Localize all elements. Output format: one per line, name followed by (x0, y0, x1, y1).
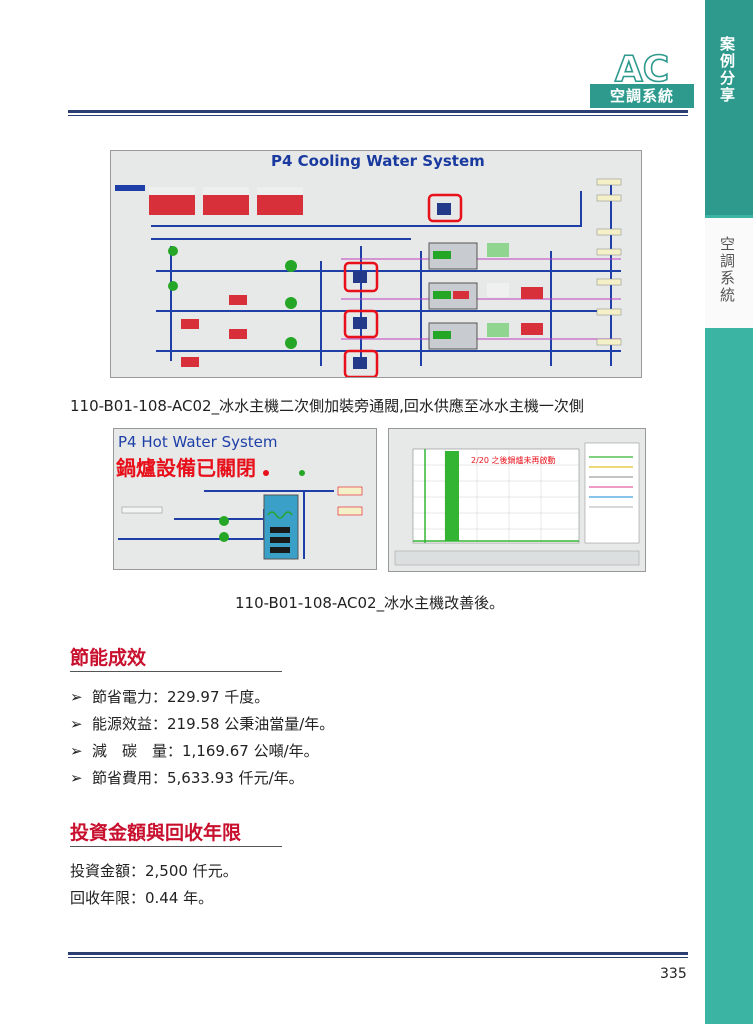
section1-title: 節能成效 (70, 647, 147, 669)
figure2-caption: 110-B01-108-AC02_冰水主機改善後。 (235, 594, 505, 612)
trend-note: 2/20 之後鍋爐未再啟動 (471, 455, 556, 465)
arrow-bullet-icon: ➢ (70, 769, 83, 787)
section2-title: 投資金額與回收年限 (70, 822, 242, 844)
page-number: 335 (660, 966, 687, 982)
hot-water-title: P4 Hot Water System (118, 433, 278, 451)
footer-rule (68, 952, 688, 955)
cooling-water-screenshot: P4 Cooling Water System (110, 150, 642, 378)
side-tab-sub: 空調系統 (705, 218, 753, 328)
trend-screenshot: 2/20 之後鍋爐未再啟動 (388, 428, 646, 572)
ac-logo: AC (614, 50, 670, 86)
boiler-status: 鍋爐設備已關閉 (116, 456, 256, 480)
side-tab-sub-label: 空調系統 (718, 236, 736, 304)
cooling-system-title: P4 Cooling Water System (271, 152, 485, 170)
arrow-bullet-icon: ➢ (70, 742, 83, 760)
ac-logo-text: AC (615, 50, 669, 86)
header-rule (68, 110, 688, 113)
header-rule-thin (68, 115, 688, 116)
arrow-bullet-icon: ➢ (70, 688, 83, 706)
side-tab-top: 案例分享 (705, 0, 753, 215)
section2-underline (70, 846, 282, 847)
arrow-bullet-icon: ➢ (70, 715, 83, 733)
hot-water-screenshot: P4 Hot Water System 鍋爐設備已關閉 (113, 428, 377, 570)
list-item: ➢節省電力：229.97 千度。 (70, 688, 270, 706)
figure1-caption: 110-B01-108-AC02_冰水主機二次側加裝旁通閥,回水供應至冰水主機一… (70, 397, 584, 415)
section1-underline (70, 671, 282, 672)
investment-line: 投資金額：2,500 仟元。 (70, 862, 238, 880)
payback-line: 回收年限：0.44 年。 (70, 889, 214, 907)
side-tab-top-label: 案例分享 (718, 36, 736, 104)
list-item: ➢節省費用：5,633.93 仟元/年。 (70, 769, 304, 787)
list-item: ➢減 碳 量：1,169.67 公噸/年。 (70, 742, 319, 760)
list-item: ➢能源效益：219.58 公秉油當量/年。 (70, 715, 335, 733)
section-label: 空調系統 (590, 84, 694, 108)
footer-rule-thin (68, 957, 688, 958)
